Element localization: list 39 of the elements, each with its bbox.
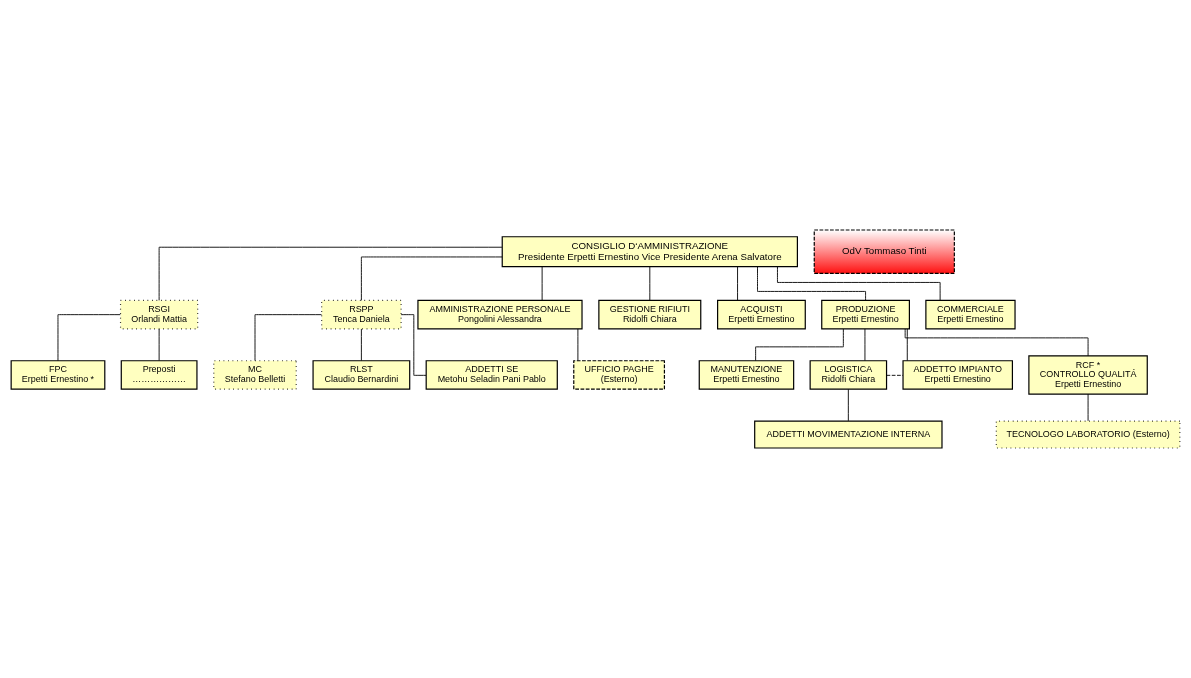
node-box: OdV Tommaso Tinti: [813, 229, 955, 275]
node-box: LOGISTICA Ridolfi Chiara: [809, 360, 888, 390]
node-box: PRODUZIONE Erpetti Ernestino: [821, 299, 910, 330]
connector: [777, 266, 941, 301]
node-box: ADDETTI MOVIMENTAZIONE INTERNA: [754, 420, 943, 449]
node-box: COMMERCIALE Erpetti Ernestino: [925, 299, 1016, 330]
connector: [847, 388, 849, 422]
connector: [1087, 393, 1089, 422]
connector: [649, 266, 651, 301]
node-box: Preposti ………………: [120, 360, 198, 390]
node-box: ACQUISTI Erpetti Ernestino: [717, 299, 806, 330]
connector: [57, 314, 121, 362]
node-box: RLST Claudio Bernardini: [312, 360, 411, 390]
node-box: ADDETTI SE Metohu Seladin Pani Pablo: [425, 360, 558, 390]
connector: [158, 246, 503, 301]
node-box: CONSIGLIO D‘AMMINISTRAZIONE Presidente Erpetti Ernestino Vice Presidente Arena Salvatore: [501, 236, 798, 268]
connector: [254, 314, 322, 362]
connector: [360, 328, 362, 361]
node-box: AMMINISTRAZIONE PERSONALE Pongolini Alessandra: [417, 299, 583, 330]
node-box: RSGI Orlandi Mattia: [119, 299, 199, 330]
node-box: MC Stefano Belletti: [213, 360, 297, 390]
node-box: RCF * CONTROLLO QUALITÁ Erpetti Ernestino: [1028, 355, 1148, 395]
connector: [737, 266, 738, 301]
node-box: MANUTENZIONE Erpetti Ernestino: [698, 360, 795, 390]
connector: [864, 328, 866, 361]
node-box: RSPP Tenca Daniela: [321, 299, 402, 330]
node-box: TECNOLOGO LABORATORIO (Esterno): [995, 420, 1181, 449]
node-box: ADDETTO IMPIANTO Erpetti Ernestino: [902, 360, 1013, 390]
connector: [158, 328, 160, 361]
node-box: FPC Erpetti Ernestino *: [10, 360, 106, 390]
connector: [904, 328, 1089, 357]
connector: [360, 256, 503, 301]
connector: [541, 266, 543, 301]
node-box: UFFICIO PAGHE (Esterno): [573, 360, 665, 390]
connector: [577, 328, 579, 361]
node-box: GESTIONE RIFIUTI Ridolfi Chiara: [598, 299, 702, 330]
connector: [886, 374, 904, 376]
connector: [757, 266, 867, 301]
connector: [906, 328, 908, 361]
